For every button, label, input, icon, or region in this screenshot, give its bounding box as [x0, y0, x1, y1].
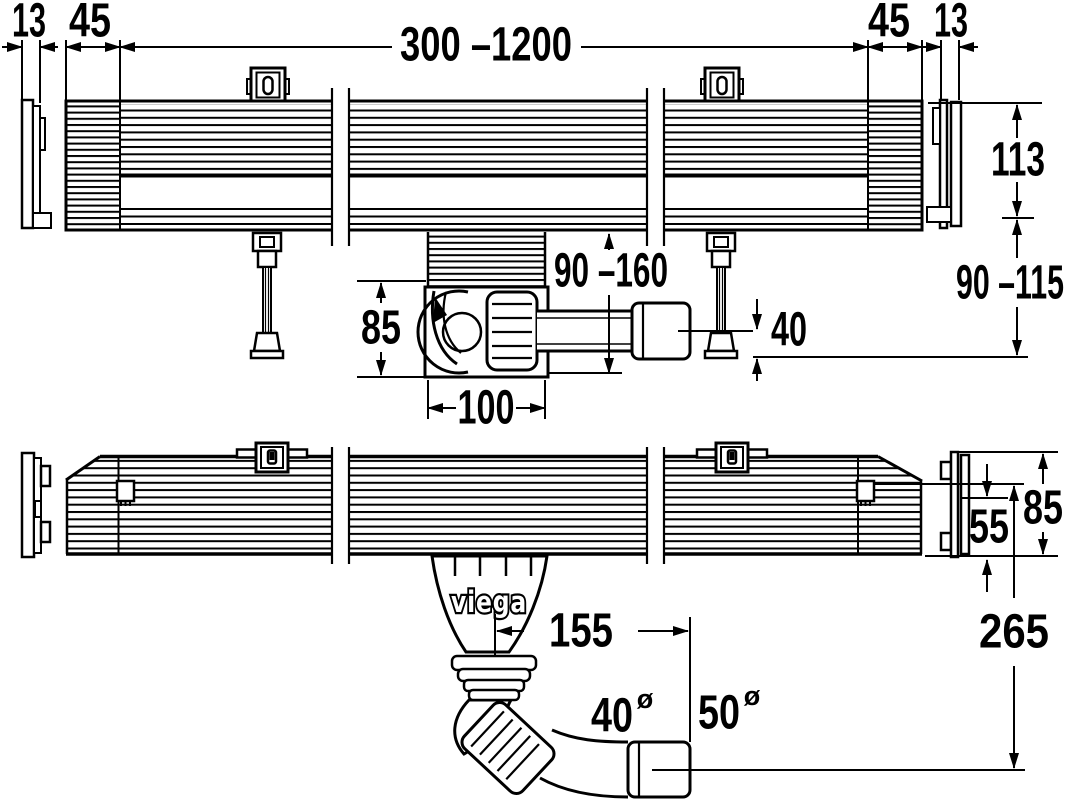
- mounting-clip-icon: [700, 66, 744, 103]
- dimension-lines-trap: [357, 233, 762, 419]
- adjustable-foot-icon: [703, 231, 739, 360]
- mounting-clip-icon: [246, 66, 290, 103]
- diameter-symbol: ø: [744, 681, 761, 711]
- dim-label-outlet-horizontal: 155: [549, 605, 613, 658]
- dimension-lines-front: [494, 451, 1058, 769]
- mounting-clip-icon: [695, 441, 769, 474]
- break-lines-icon: [330, 447, 666, 564]
- dim-label-total-height: 85: [1023, 482, 1063, 535]
- mounting-clip-icon: [235, 441, 309, 474]
- adjustable-foot-icon: [249, 231, 285, 360]
- dim-label-endzone-left: 45: [69, 0, 111, 48]
- elbow-nut-icon: [460, 700, 556, 796]
- dim-label-socket-diameter: 50: [698, 687, 740, 740]
- top-view-section: 13 45 300 –1200 45 13 113 90 –115: [2, 0, 1064, 435]
- dim-label-outlet-axis-height: 55: [969, 501, 1009, 554]
- break-lines-icon: [330, 88, 666, 246]
- dim-label-trap-height: 85: [361, 302, 401, 355]
- dim-label-outlet-depth: 90 –160: [554, 245, 668, 298]
- channel-body-front-view: [65, 454, 923, 556]
- dim-label-trap-width: 100: [458, 382, 515, 435]
- dim-label-length-range: 300 –1200: [400, 19, 572, 72]
- dim-label-vertical-drop: 265: [979, 606, 1049, 659]
- drain-funnel-assembly-icon: viega: [430, 554, 1025, 799]
- dim-label-channel-height: 113: [991, 134, 1045, 187]
- viega-logo: viega: [451, 585, 527, 619]
- dimension-lines-top: [2, 40, 978, 103]
- drain-trap-assembly-icon: [416, 232, 692, 379]
- dim-label-outlet-offset: 40: [771, 304, 807, 357]
- dimension-lines-right: [753, 102, 1042, 358]
- front-view-section: viega: [20, 441, 1063, 799]
- dim-label-elbow-diameter: 40: [591, 690, 633, 743]
- dim-label-endzone-right: 45: [868, 0, 910, 48]
- diameter-symbol: ø: [637, 684, 654, 714]
- wall-flange-left-icon: [20, 98, 52, 230]
- dim-label-flange-left: 13: [12, 0, 46, 48]
- wall-flange-left-icon: [20, 451, 52, 559]
- dim-label-mounting-height: 90 –115: [956, 257, 1064, 310]
- dim-label-flange-right: 13: [934, 0, 968, 48]
- channel-body-top-view: [64, 99, 924, 232]
